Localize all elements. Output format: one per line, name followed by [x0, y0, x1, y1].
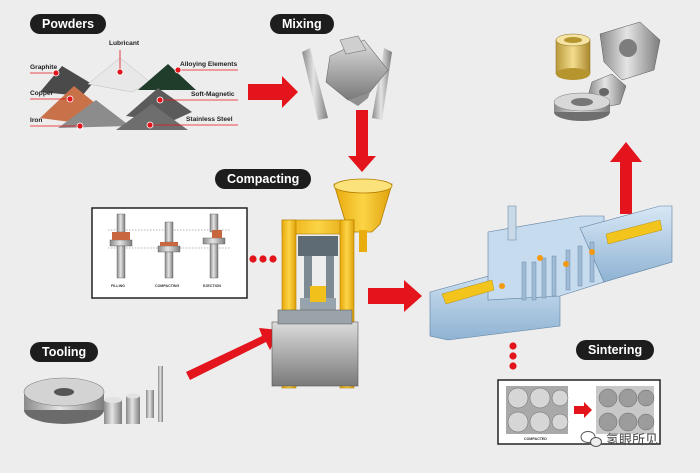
- powder-label-iron: Iron: [30, 117, 43, 124]
- iron-pile: [58, 100, 130, 128]
- powder-label-stainless: Stainless Steel: [186, 116, 233, 123]
- flow-arrows: [186, 76, 642, 380]
- sintering-inset-label: COMPACTED: [524, 437, 547, 441]
- compaction-press: [271, 178, 393, 389]
- stage-label-compacting: Compacting: [215, 169, 312, 189]
- powder-piles: [30, 50, 238, 130]
- arrow-powders-to-mixing: [248, 76, 298, 108]
- stage-label-sintering: Sintering: [576, 340, 655, 360]
- alloying-pile: [138, 64, 196, 90]
- stainless-pile: [116, 104, 188, 130]
- arrow-press-to-furnace: [368, 280, 422, 312]
- watermark-text: 氢眼所见: [606, 433, 659, 448]
- sintering-furnace: [429, 205, 673, 341]
- arrow-tooling-to-press: [186, 328, 280, 380]
- stage-label-powders: Powders: [30, 14, 107, 34]
- powder-label-soft-magnetic: Soft-Magnetic: [191, 91, 235, 98]
- powder-label-copper: Copper: [30, 90, 54, 97]
- compacting-steps-inset: [91, 207, 248, 299]
- connector-dots: [249, 255, 517, 370]
- powder-label-graphite: Graphite: [30, 64, 58, 71]
- compacting-step-ejection: EJECTION: [203, 284, 221, 288]
- compacting-step-compacting: COMPACTING: [155, 284, 180, 288]
- stage-label-mixing: Mixing: [270, 14, 334, 34]
- powder-label-lubricant: Lubricant: [109, 40, 140, 47]
- graphite-pile: [40, 66, 92, 96]
- wechat-logo-icon: [580, 431, 602, 447]
- arrow-furnace-to-parts: [610, 142, 642, 214]
- compacting-step-filling: FILLING: [111, 284, 125, 288]
- powder-label-alloying: Alloying Elements: [180, 61, 238, 68]
- stage-label-tooling: Tooling: [30, 342, 99, 362]
- finished-parts: [553, 21, 661, 121]
- arrow-mixing-to-compacting: [348, 110, 376, 172]
- mixer-illustration: [302, 35, 392, 120]
- sintering-inset: [497, 379, 661, 445]
- tooling-parts: [23, 366, 163, 424]
